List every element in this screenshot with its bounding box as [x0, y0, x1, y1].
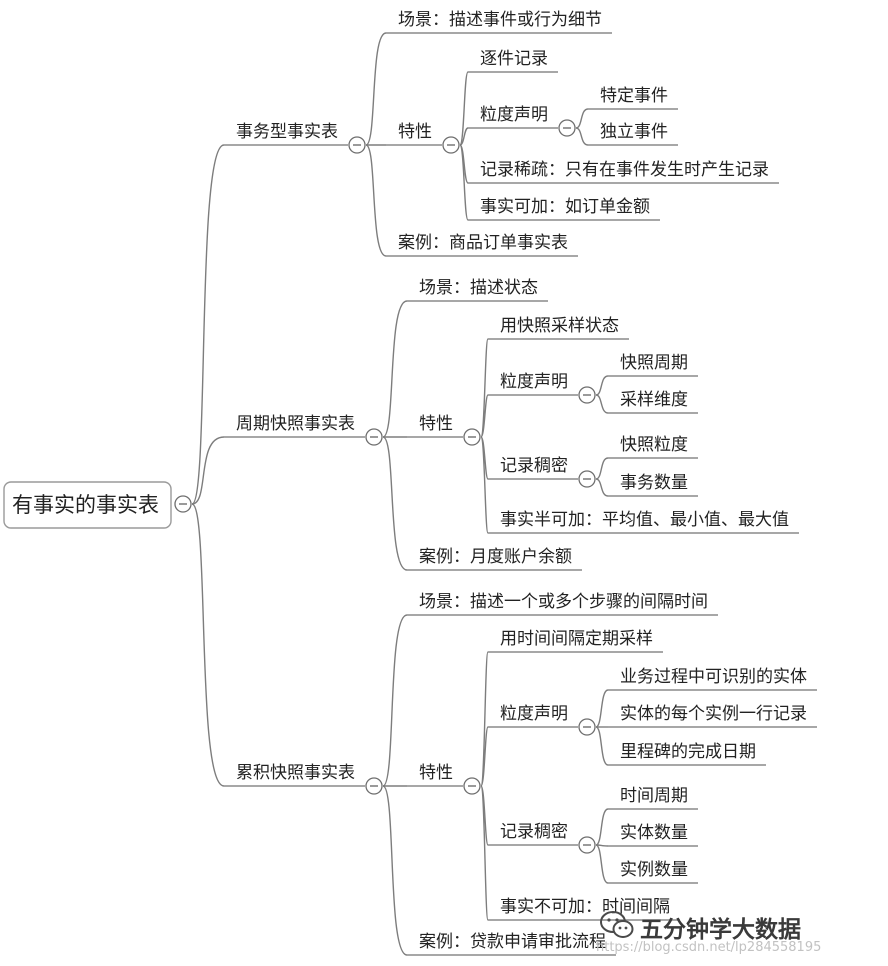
collapse-toggle-1-1-2[interactable] — [578, 470, 596, 488]
node-label-2-1-2-2: 实例数量 — [620, 860, 688, 880]
node-label-2-1-0: 用时间间隔定期采样 — [500, 629, 653, 649]
connector-1-0 — [382, 300, 408, 438]
connector-0-1-3 — [459, 144, 469, 221]
collapse-toggle-2[interactable] — [365, 777, 383, 795]
connector-1-1-3 — [480, 436, 489, 534]
node-label-1: 周期快照事实表 — [236, 414, 355, 434]
node-label-2-1-1-2: 里程碑的完成日期 — [620, 742, 756, 762]
connector-0-1-1-0 — [575, 108, 589, 129]
node-label-2: 累积快照事实表 — [236, 763, 355, 783]
node-label-0-1-1-0: 特定事件 — [600, 86, 668, 106]
connector-2-0 — [382, 614, 408, 787]
wechat-icon — [600, 911, 634, 938]
connector-2 — [191, 503, 225, 787]
node-label-0-1: 特性 — [398, 122, 432, 142]
connector-1-1-1 — [480, 394, 489, 438]
node-label-1-1-2: 记录稠密 — [500, 456, 568, 476]
node-label-0-2: 案例：商品订单事实表 — [398, 233, 568, 253]
node-label-1-1-2-0: 快照粒度 — [620, 435, 688, 455]
connector-1 — [191, 436, 225, 505]
connector-0 — [191, 144, 225, 505]
node-label-0: 事务型事实表 — [236, 122, 338, 142]
node-label-1-0: 场景：描述状态 — [419, 278, 538, 298]
node-label-1-1-1: 粒度声明 — [500, 372, 568, 392]
watermark-title: 五分钟学大数据 — [640, 917, 801, 943]
connector-2-1-1 — [480, 726, 489, 787]
collapse-toggle-r[interactable] — [174, 495, 192, 513]
collapse-toggle-0-1-1[interactable] — [558, 119, 576, 137]
node-label-2-1-3: 事实不可加：时间间隔 — [500, 897, 670, 917]
node-label-2-2: 案例：贷款申请审批流程 — [419, 932, 606, 952]
collapse-toggle-2-1[interactable] — [463, 777, 481, 795]
connector-lines — [191, 32, 609, 956]
node-label-1-1-1-0: 快照周期 — [620, 353, 688, 373]
watermark-url: https://blog.csdn.net/lp284558195 — [596, 940, 822, 955]
node-label-0-1-3: 事实可加：如订单金额 — [480, 197, 650, 217]
root-node-label: 有事实的事实表 — [12, 493, 159, 517]
node-label-2-1-1-1: 实体的每个实例一行记录 — [620, 704, 807, 724]
connector-1-1-1-1 — [595, 394, 609, 414]
node-label-2-1: 特性 — [419, 763, 453, 783]
connector-2-1-1-2 — [595, 726, 609, 766]
node-label-1-1: 特性 — [419, 414, 453, 434]
connector-0-1-1 — [459, 127, 469, 146]
node-label-2-1-2: 记录稠密 — [500, 822, 568, 842]
watermark: 五分钟学大数据 https://blog.csdn.net/lp28455819… — [582, 908, 882, 960]
collapse-toggle-1[interactable] — [365, 428, 383, 446]
node-label-1-1-2-1: 事务数量 — [620, 473, 688, 493]
node-label-2-1-2-0: 时间周期 — [620, 786, 688, 806]
collapse-toggle-0-1[interactable] — [442, 136, 460, 154]
node-label-1-1-0: 用快照采样状态 — [500, 316, 619, 336]
node-underlines — [3, 32, 817, 956]
collapse-toggles — [174, 119, 596, 854]
node-label-1-2: 案例：月度账户余额 — [419, 547, 572, 567]
connector-2-1-2-0 — [595, 808, 609, 846]
node-label-0-1-0: 逐件记录 — [480, 49, 548, 69]
connector-1-1-1-0 — [595, 375, 609, 396]
node-label-2-1-1-0: 业务过程中可识别的实体 — [620, 667, 807, 687]
node-label-2-1-1: 粒度声明 — [500, 704, 568, 724]
collapse-toggle-2-1-2[interactable] — [578, 836, 596, 854]
node-label-0-1-2: 记录稀疏：只有在事件发生时产生记录 — [480, 160, 769, 180]
collapse-toggle-0[interactable] — [348, 136, 366, 154]
connector-1-1-2-0 — [595, 457, 609, 480]
connector-2-1-2-2 — [595, 844, 609, 884]
node-label-2-0: 场景：描述一个或多个步骤的间隔时间 — [419, 592, 708, 612]
node-label-0-1-1-1: 独立事件 — [600, 122, 668, 142]
connector-0-1-1-1 — [575, 127, 589, 146]
connector-1-2 — [382, 436, 408, 571]
connector-2-1-1-0 — [595, 689, 609, 728]
connector-1-1-2-1 — [595, 478, 609, 497]
root-node-box — [3, 481, 172, 529]
connector-2-1-3 — [480, 785, 489, 921]
node-label-0-1-1: 粒度声明 — [480, 105, 548, 125]
node-label-2-1-2-1: 实体数量 — [620, 823, 688, 843]
node-labels: 有事实的事实表事务型事实表场景：描述事件或行为细节特性逐件记录粒度声明特定事件独… — [12, 10, 807, 952]
collapse-toggle-1-1[interactable] — [463, 428, 481, 446]
node-label-1-1-1-1: 采样维度 — [620, 390, 688, 410]
connector-0-1-0 — [459, 71, 469, 146]
node-label-1-1-3: 事实半可加：平均值、最小值、最大值 — [500, 510, 789, 530]
collapse-toggle-1-1-1[interactable] — [578, 386, 596, 404]
connector-0-0 — [365, 32, 387, 146]
connector-0-2 — [365, 144, 387, 257]
node-label-0-0: 场景：描述事件或行为细节 — [398, 10, 602, 30]
collapse-toggle-2-1-1[interactable] — [578, 718, 596, 736]
connector-2-2 — [382, 785, 408, 956]
